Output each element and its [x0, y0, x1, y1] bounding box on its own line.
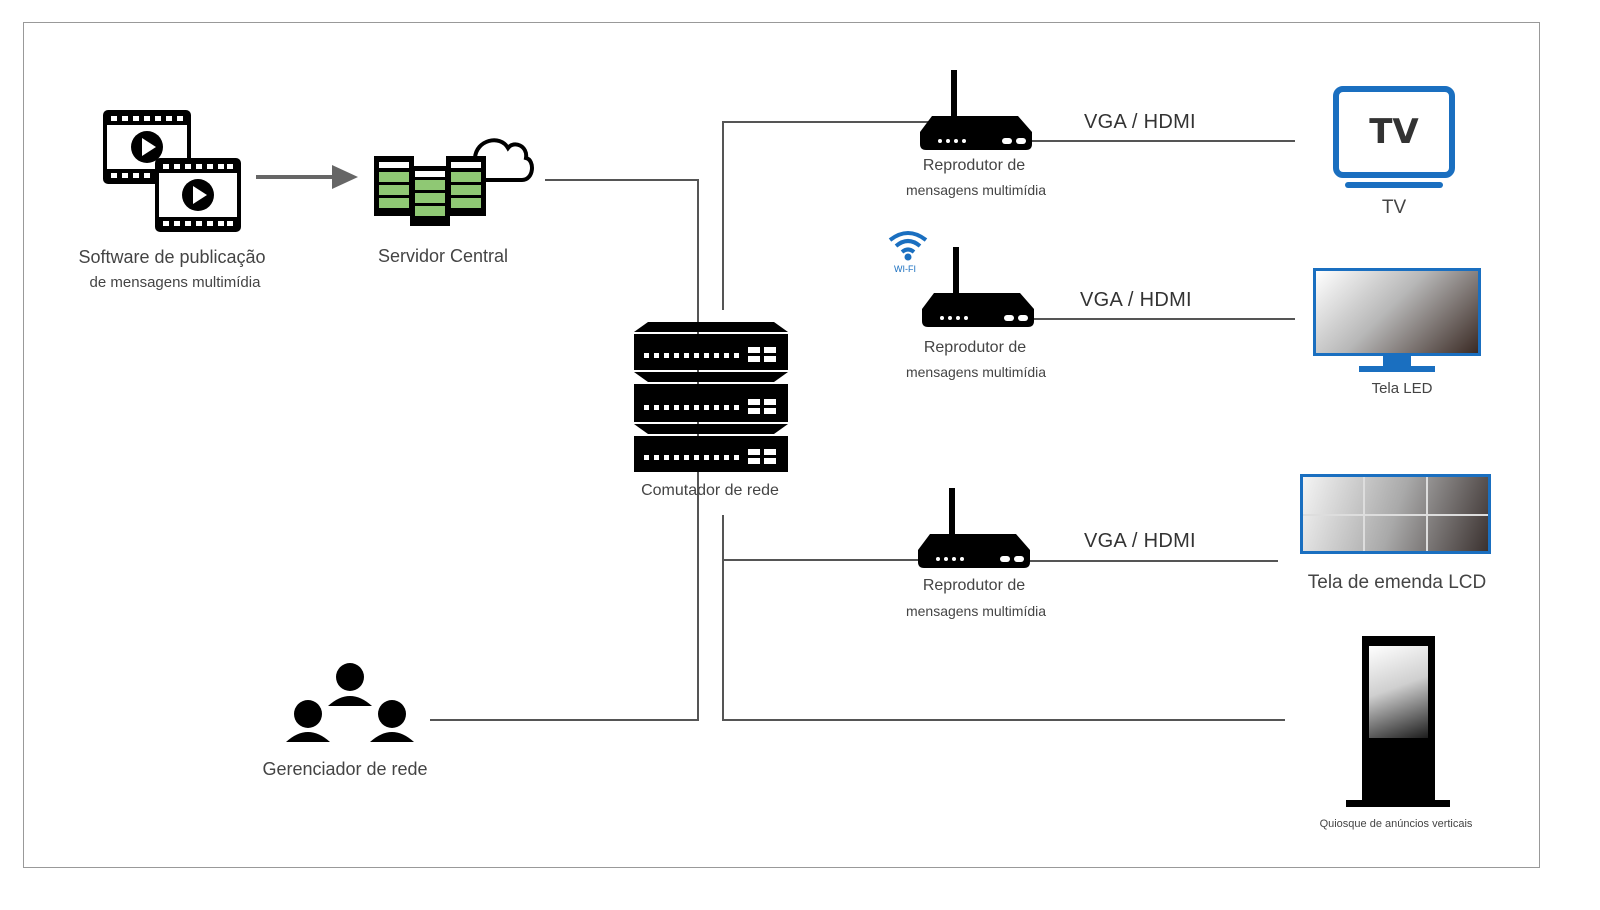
- people-group-icon: [286, 663, 414, 742]
- network-switch-icon: [634, 322, 788, 472]
- player-3-connection: VGA / HDMI: [1084, 530, 1196, 552]
- tv-icon: TV: [1333, 86, 1455, 190]
- led-screen-base: [1359, 366, 1435, 372]
- player-3-label: Reprodutor de: [922, 577, 1026, 594]
- kiosk-label: Quiosque de anúncios verticais: [1319, 818, 1473, 830]
- publish-arrow: [256, 165, 358, 189]
- player-1-label: Reprodutor de: [922, 157, 1026, 174]
- tv-screen: TV: [1333, 86, 1455, 178]
- tv-label: TV: [1381, 197, 1407, 218]
- player-2-sublabel: mensagens multimídia: [905, 364, 1047, 380]
- media-player-icon-2: [922, 247, 1034, 327]
- player-3-sublabel: mensagens multimídia: [905, 603, 1047, 619]
- lcd-label: Tela de emenda LCD: [1307, 572, 1487, 593]
- kiosk-screen: [1369, 646, 1428, 738]
- kiosk-base: [1346, 800, 1450, 807]
- switch-label: Comutador de rede: [641, 482, 779, 499]
- player-1-sublabel: mensagens multimídia: [905, 182, 1047, 198]
- media-player-icon-3: [918, 488, 1030, 568]
- server-label: Servidor Central: [377, 246, 509, 266]
- manager-label: Gerenciador de rede: [262, 759, 428, 779]
- video-files-icon: [103, 110, 241, 232]
- video-wall-divider-h: [1303, 514, 1488, 516]
- kiosk-icon: [1346, 636, 1450, 808]
- diagram-frame: [23, 22, 1540, 868]
- switch-to-player1-line: [722, 121, 930, 310]
- switch-to-kiosk-line: [722, 515, 1285, 721]
- media-player-icon-1: [920, 70, 1032, 150]
- software-label: Software de publicação: [78, 247, 266, 267]
- player-2-connection: VGA / HDMI: [1080, 289, 1192, 311]
- player-2-label: Reprodutor de: [923, 339, 1027, 356]
- tv-screen-text: TV: [1369, 112, 1419, 152]
- led-screen-icon: [1313, 268, 1481, 376]
- wifi-icon: [888, 231, 928, 261]
- player-1-connection: VGA / HDMI: [1084, 111, 1196, 133]
- wifi-label: WI-FI: [894, 264, 916, 274]
- lcd-video-wall-icon: [1300, 474, 1491, 554]
- led-screen-stand: [1383, 356, 1411, 366]
- led-label: Tela LED: [1371, 380, 1433, 397]
- tv-stand: [1345, 182, 1443, 188]
- led-screen-panel: [1313, 268, 1481, 356]
- software-sublabel: de mensagens multimídia: [89, 274, 261, 291]
- cloud-server-icon: [374, 138, 534, 226]
